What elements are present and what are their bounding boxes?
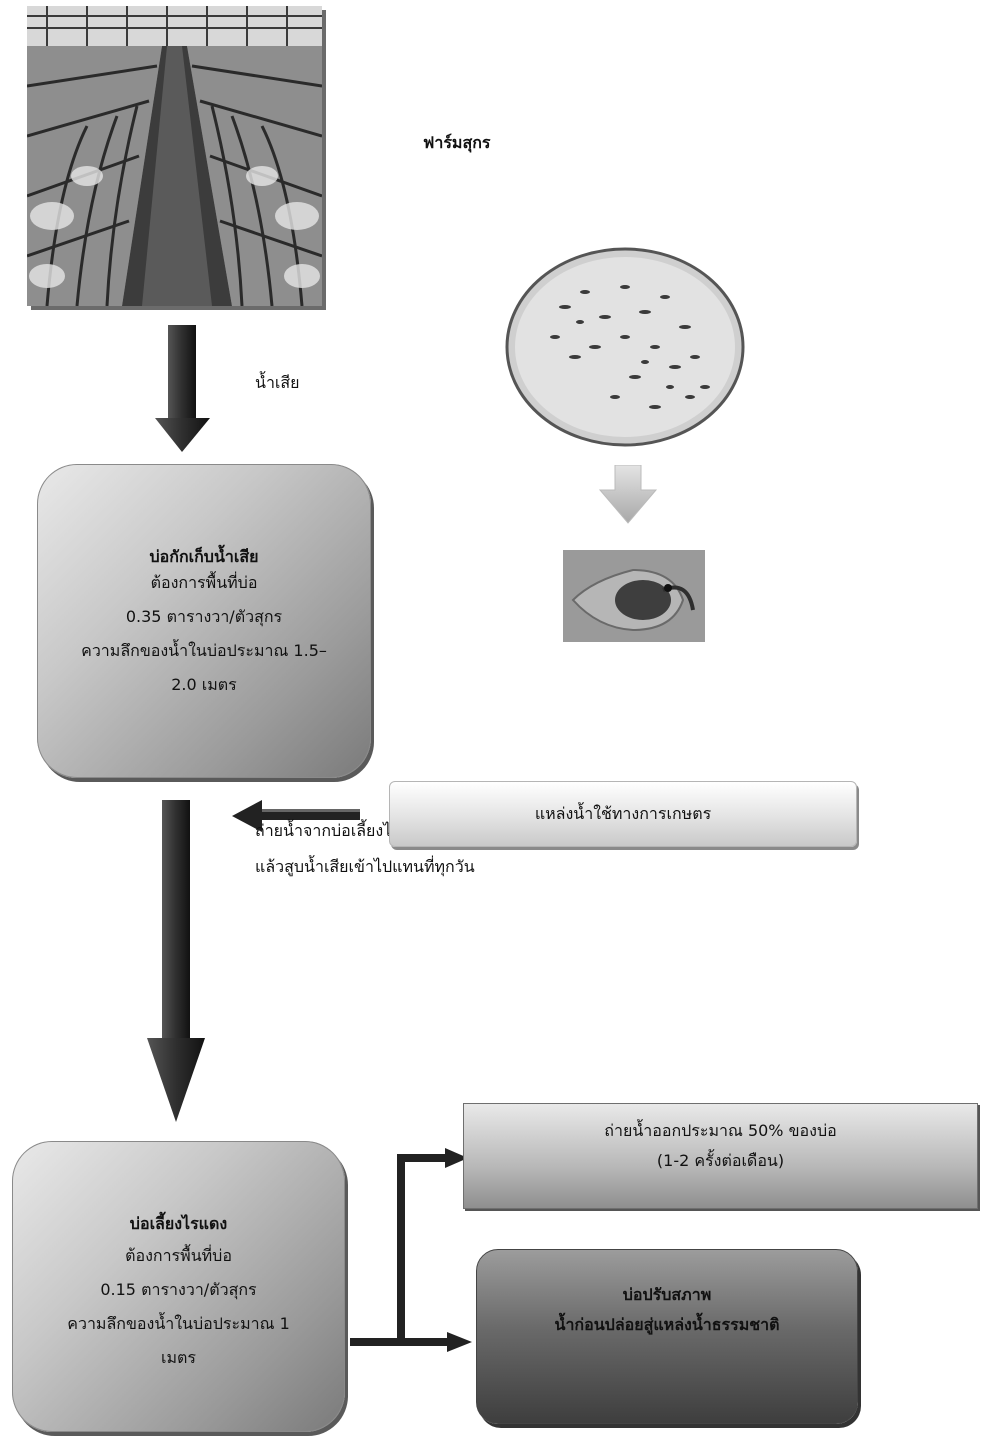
arrow-moina-branch — [350, 1148, 472, 1352]
moina-pond-line1: ต้องการพื้นที่บ่อ — [125, 1245, 232, 1265]
storage-pond-line3: ความลึกของน้ำในบ่อประมาณ 1.5– — [81, 641, 327, 660]
arrow-storage-to-moina — [147, 800, 205, 1122]
moina-pond-line2: 0.15 ตารางวา/ตัวสุกร — [100, 1279, 257, 1299]
arrow-agri-to-main — [232, 800, 360, 832]
treatment-line1: บ่อปรับสภาพ — [622, 1285, 712, 1304]
arrow-farm-to-storage — [155, 325, 210, 452]
moina-closeup-photo — [563, 550, 705, 642]
storage-pond-line2: 0.35 ตารางวา/ตัวสุกร — [125, 607, 283, 626]
moina-pond-line3: ความลึกของน้ำในบ่อประมาณ 1 — [67, 1313, 290, 1333]
treatment-pond-box: บ่อปรับสภาพ น้ำก่อนปล่อยสู่แหล่งน้ำธรรมช… — [476, 1249, 858, 1424]
moina-pond-line4: เมตร — [161, 1347, 196, 1367]
moina-pond-title: บ่อเลี้ยงไรแดง — [129, 1213, 228, 1233]
drain-line2: (1-2 ครั้งต่อเดือน) — [656, 1151, 785, 1170]
transfer-note-line2: แล้วสูบน้ำเสียเข้าไปแทนที่ทุกวัน — [255, 857, 475, 876]
drain-box: ถ่ายน้ำออกประมาณ 50% ของบ่อ (1-2 ครั้งต่… — [463, 1103, 978, 1209]
agri-water-label: แหล่งน้ำใช้ทางการเกษตร — [534, 804, 712, 823]
light-down-arrow — [598, 465, 658, 525]
drain-line1: ถ่ายน้ำออกประมาณ 50% ของบ่อ — [604, 1121, 837, 1140]
farm-label: ฟาร์มสุกร — [423, 133, 491, 152]
storage-pond-title: บ่อกักเก็บน้ำเสีย — [149, 547, 259, 566]
moina-dish-photo — [505, 247, 745, 447]
agri-water-box: แหล่งน้ำใช้ทางการเกษตร — [389, 781, 857, 847]
pig-farm-photo — [27, 6, 322, 306]
storage-pond-box: บ่อกักเก็บน้ำเสีย ต้องการพื้นที่บ่อ 0.35… — [37, 464, 371, 778]
wastewater-label: น้ำเสีย — [255, 373, 300, 392]
moina-pond-box: บ่อเลี้ยงไรแดง ต้องการพื้นที่บ่อ 0.15 ตา… — [12, 1141, 345, 1432]
storage-pond-line4: 2.0 เมตร — [171, 675, 237, 694]
storage-pond-line1: ต้องการพื้นที่บ่อ — [150, 573, 258, 592]
treatment-line2: น้ำก่อนปล่อยสู่แหล่งน้ำธรรมชาติ — [554, 1315, 780, 1334]
